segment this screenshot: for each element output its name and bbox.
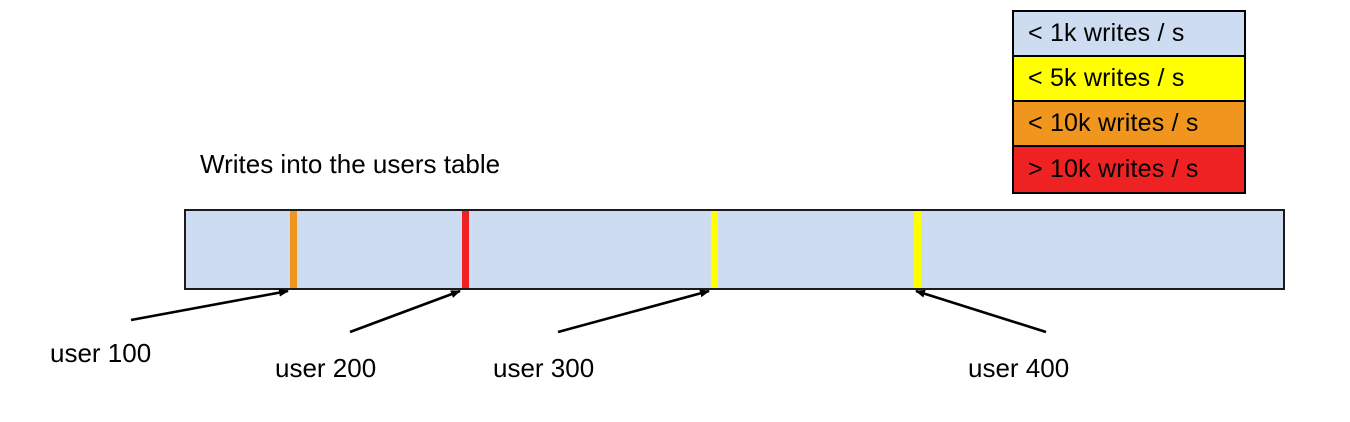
user-label-user-400: user 400 [968, 353, 1070, 383]
user-label-user-100: user 100 [50, 338, 152, 368]
legend: < 1k writes / s < 5k writes / s < 10k writ… [1012, 10, 1246, 194]
users-table-keyspace-bar [184, 209, 1285, 290]
legend-item-lt-5k: < 5k writes / s [1014, 57, 1244, 102]
user-label-user-200: user 200 [275, 353, 377, 383]
legend-item-lt-1k: < 1k writes / s [1014, 12, 1244, 57]
bar-stripe-user-400 [914, 211, 921, 288]
callout-arrow-user-300 [557, 289, 710, 334]
user-label-user-300: user 300 [493, 353, 595, 383]
bar-stripe-user-200 [462, 211, 469, 288]
legend-item-label: > 10k writes / s [1028, 155, 1199, 183]
page-title: Writes into the users table [200, 149, 501, 179]
legend-item-gt-10k: > 10k writes / s [1014, 147, 1244, 192]
callout-arrow-user-200 [349, 289, 461, 334]
bar-stripe-user-100 [290, 211, 297, 288]
arrow-group [130, 288, 1047, 334]
callout-arrow-user-100 [130, 288, 289, 322]
callout-arrow-user-400 [915, 289, 1047, 334]
legend-item-label: < 10k writes / s [1028, 109, 1199, 137]
legend-item-label: < 5k writes / s [1028, 64, 1185, 92]
legend-item-lt-10k: < 10k writes / s [1014, 102, 1244, 147]
bar-stripe-user-300 [711, 211, 718, 288]
legend-item-label: < 1k writes / s [1028, 19, 1185, 47]
